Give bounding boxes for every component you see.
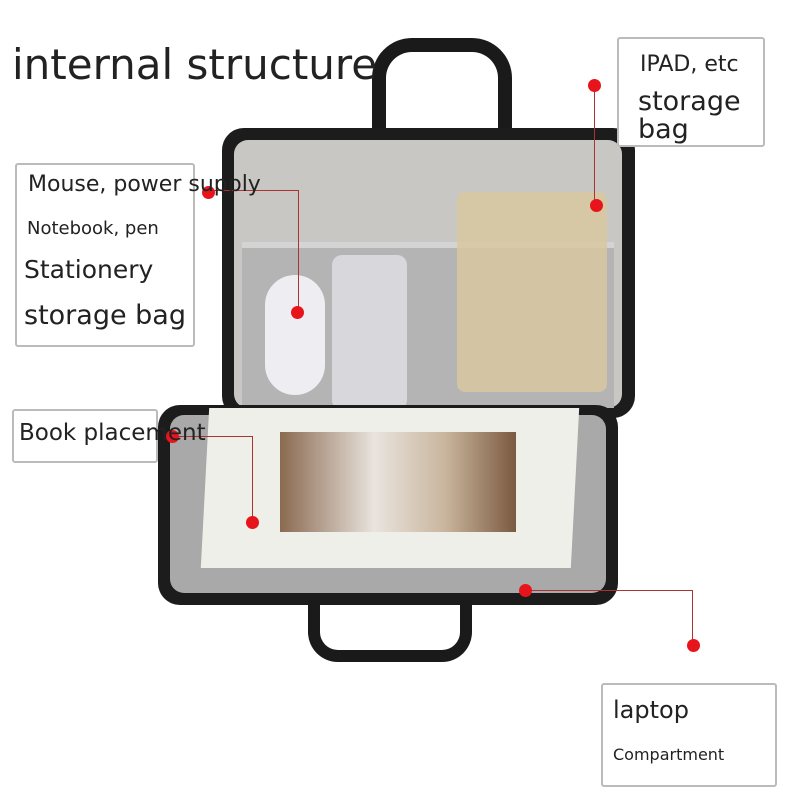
mouse-marker <box>202 186 215 199</box>
laptop-label: laptop <box>613 696 689 724</box>
laptop-label-box <box>601 683 777 787</box>
ipad-marker-end <box>590 199 603 212</box>
ipad-label-2: storage <box>638 86 741 117</box>
stationery-bag-label: storage bag <box>24 300 186 331</box>
mouse-marker-end <box>291 306 304 319</box>
ipad-marker <box>588 79 601 92</box>
bottom-handle <box>308 600 472 662</box>
page-title: internal structure <box>12 40 378 89</box>
book-marker-end <box>246 516 259 529</box>
cat-photo <box>280 432 516 532</box>
stationery-label: Stationery <box>24 255 154 284</box>
book-label: Book placement <box>19 420 206 446</box>
notebook-label: Notebook, pen <box>27 218 159 239</box>
mouse <box>265 275 325 395</box>
phone <box>332 255 407 410</box>
stationery-label-box <box>15 163 195 347</box>
ipad-label-box <box>617 37 765 147</box>
book-marker <box>166 430 179 443</box>
tablet <box>457 192 607 392</box>
mouse-label: Mouse, power supply <box>28 172 261 197</box>
ipad-label: IPAD, etc <box>640 52 739 77</box>
laptop-marker-end <box>687 639 700 652</box>
compartment-label: Compartment <box>613 745 725 764</box>
laptop-marker <box>519 584 532 597</box>
book-label-box <box>12 409 158 463</box>
ipad-label-3: bag <box>638 114 689 145</box>
